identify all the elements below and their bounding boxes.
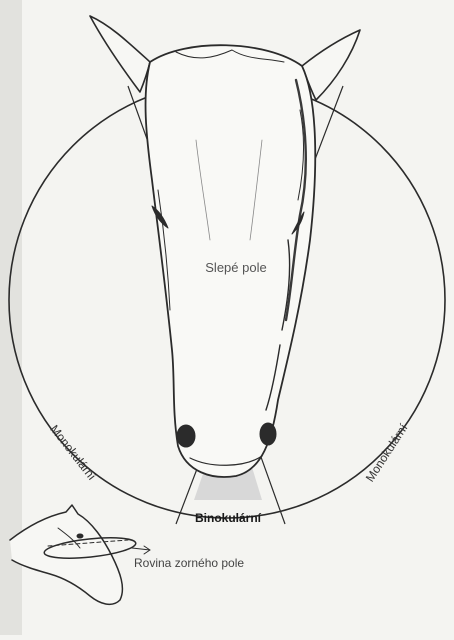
blind-zone-label: Slepé pole [205, 260, 266, 275]
binocular-label: Binokulární [195, 511, 262, 525]
visual-plane-label: Rovina zorného pole [134, 556, 244, 570]
right-nostril [260, 423, 276, 445]
inset-eye [77, 534, 83, 538]
left-nostril [177, 425, 195, 447]
